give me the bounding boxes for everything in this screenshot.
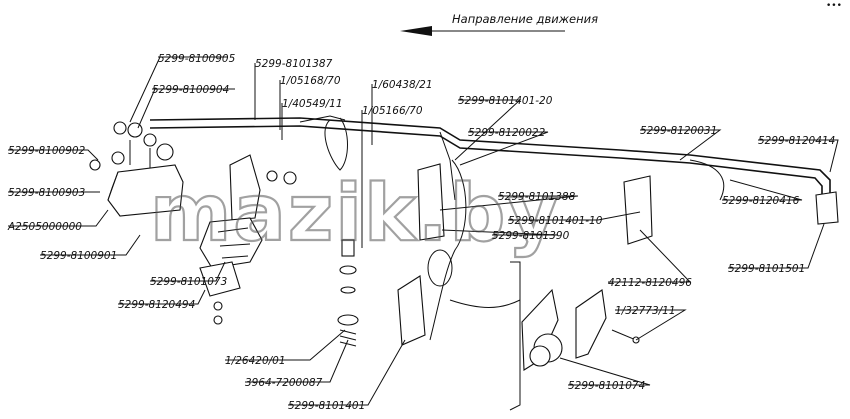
part-label: 5299-8120416	[722, 195, 800, 207]
watermark: mazik.by	[150, 169, 560, 259]
part-label: 5299-8101401-10	[508, 215, 603, 227]
part-label: 5299-8101501	[728, 263, 805, 275]
fastener-column	[266, 117, 359, 347]
part-number-labels: 5299-8100905 5299-8100904 5299-8100902 5…	[7, 53, 835, 412]
part-label: 5299-8101073	[150, 276, 227, 288]
main-pipe	[149, 115, 831, 201]
corner-mark: •••	[826, 1, 842, 11]
direction-label: Направление движения	[452, 12, 598, 26]
part-label: 1/26420/01	[225, 355, 286, 367]
part-label: A2505000000	[7, 221, 82, 233]
part-label: 5299-8120022	[468, 127, 546, 139]
part-label: 5299-8120414	[758, 135, 835, 147]
part-label: 5299-8101401	[288, 400, 365, 412]
part-label: 5299-8100901	[40, 250, 117, 262]
part-label: 5299-8120494	[118, 299, 195, 311]
part-label: 5299-8100904	[152, 84, 229, 96]
part-label: 5299-8100903	[8, 187, 85, 199]
part-label: 5299-8120031	[640, 125, 717, 137]
part-label: 5299-8100902	[8, 145, 86, 157]
part-label: 1/05168/70	[280, 75, 341, 87]
part-label: 1/60438/21	[372, 79, 433, 91]
part-label: 1/05166/70	[362, 105, 423, 117]
part-label: 5299-8101387	[255, 58, 333, 70]
part-label: 3964-7200087	[245, 377, 323, 389]
part-label: 5299-8101390	[492, 230, 570, 242]
part-label: 5299-8101401-20	[458, 95, 553, 107]
leader-lines	[8, 56, 839, 406]
part-label: 1/40549/11	[282, 98, 343, 110]
valve-units-center	[397, 159, 467, 346]
valve-units-right	[623, 159, 839, 245]
part-label: 5299-8101074	[568, 380, 645, 392]
bracket-assembly	[199, 154, 263, 325]
part-label: 5299-8101388	[498, 191, 576, 203]
part-label: 5299-8100905	[158, 53, 236, 65]
part-label: 1/32773/11	[615, 305, 676, 317]
part-label: 42112-8120496	[608, 277, 692, 289]
direction-arrow	[400, 26, 565, 36]
